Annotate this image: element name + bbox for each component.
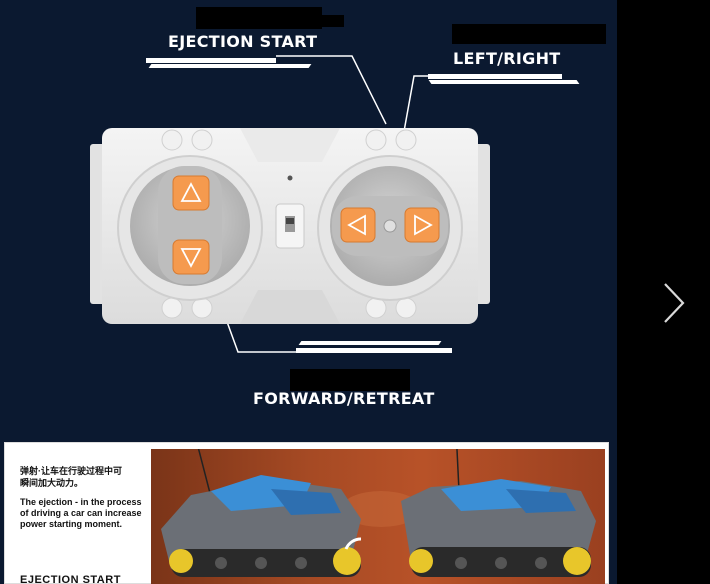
left-button[interactable] <box>340 207 376 243</box>
triangle-right-icon <box>414 214 433 236</box>
redacted-block <box>196 7 322 29</box>
triangle-left-icon <box>347 214 366 236</box>
chevron-right-icon <box>664 283 685 323</box>
redacted-block <box>290 369 410 391</box>
product-image-panel: EJECTION START LEFT/RIGHT FORWARD/RETREA… <box>0 0 617 584</box>
left-right-label: LEFT/RIGHT <box>453 49 561 68</box>
redacted-block <box>452 24 606 44</box>
triangle-down-icon <box>180 248 202 268</box>
up-button[interactable] <box>172 175 210 211</box>
ejection-start-label: EJECTION START <box>168 32 318 51</box>
car-photo <box>151 449 605 584</box>
right-button[interactable] <box>404 207 440 243</box>
ejection-photo-panel: 弹射·让车在行驶过程中可 瞬间加大动力。 The ejection - in t… <box>4 442 609 584</box>
description-english: The ejection - in the process of driving… <box>20 497 142 529</box>
label-underline <box>296 348 452 353</box>
down-button[interactable] <box>172 239 210 275</box>
label-underline <box>146 58 276 63</box>
description-chinese: 弹射·让车在行驶过程中可 瞬间加大动力。 <box>20 466 122 488</box>
ejection-caption: EJECTION START <box>20 574 121 584</box>
forward-retreat-label: FORWARD/RETREAT <box>253 389 435 408</box>
triangle-up-icon <box>180 182 202 202</box>
redacted-block <box>318 15 344 27</box>
next-image-button[interactable] <box>655 278 695 328</box>
label-underline <box>428 74 562 79</box>
